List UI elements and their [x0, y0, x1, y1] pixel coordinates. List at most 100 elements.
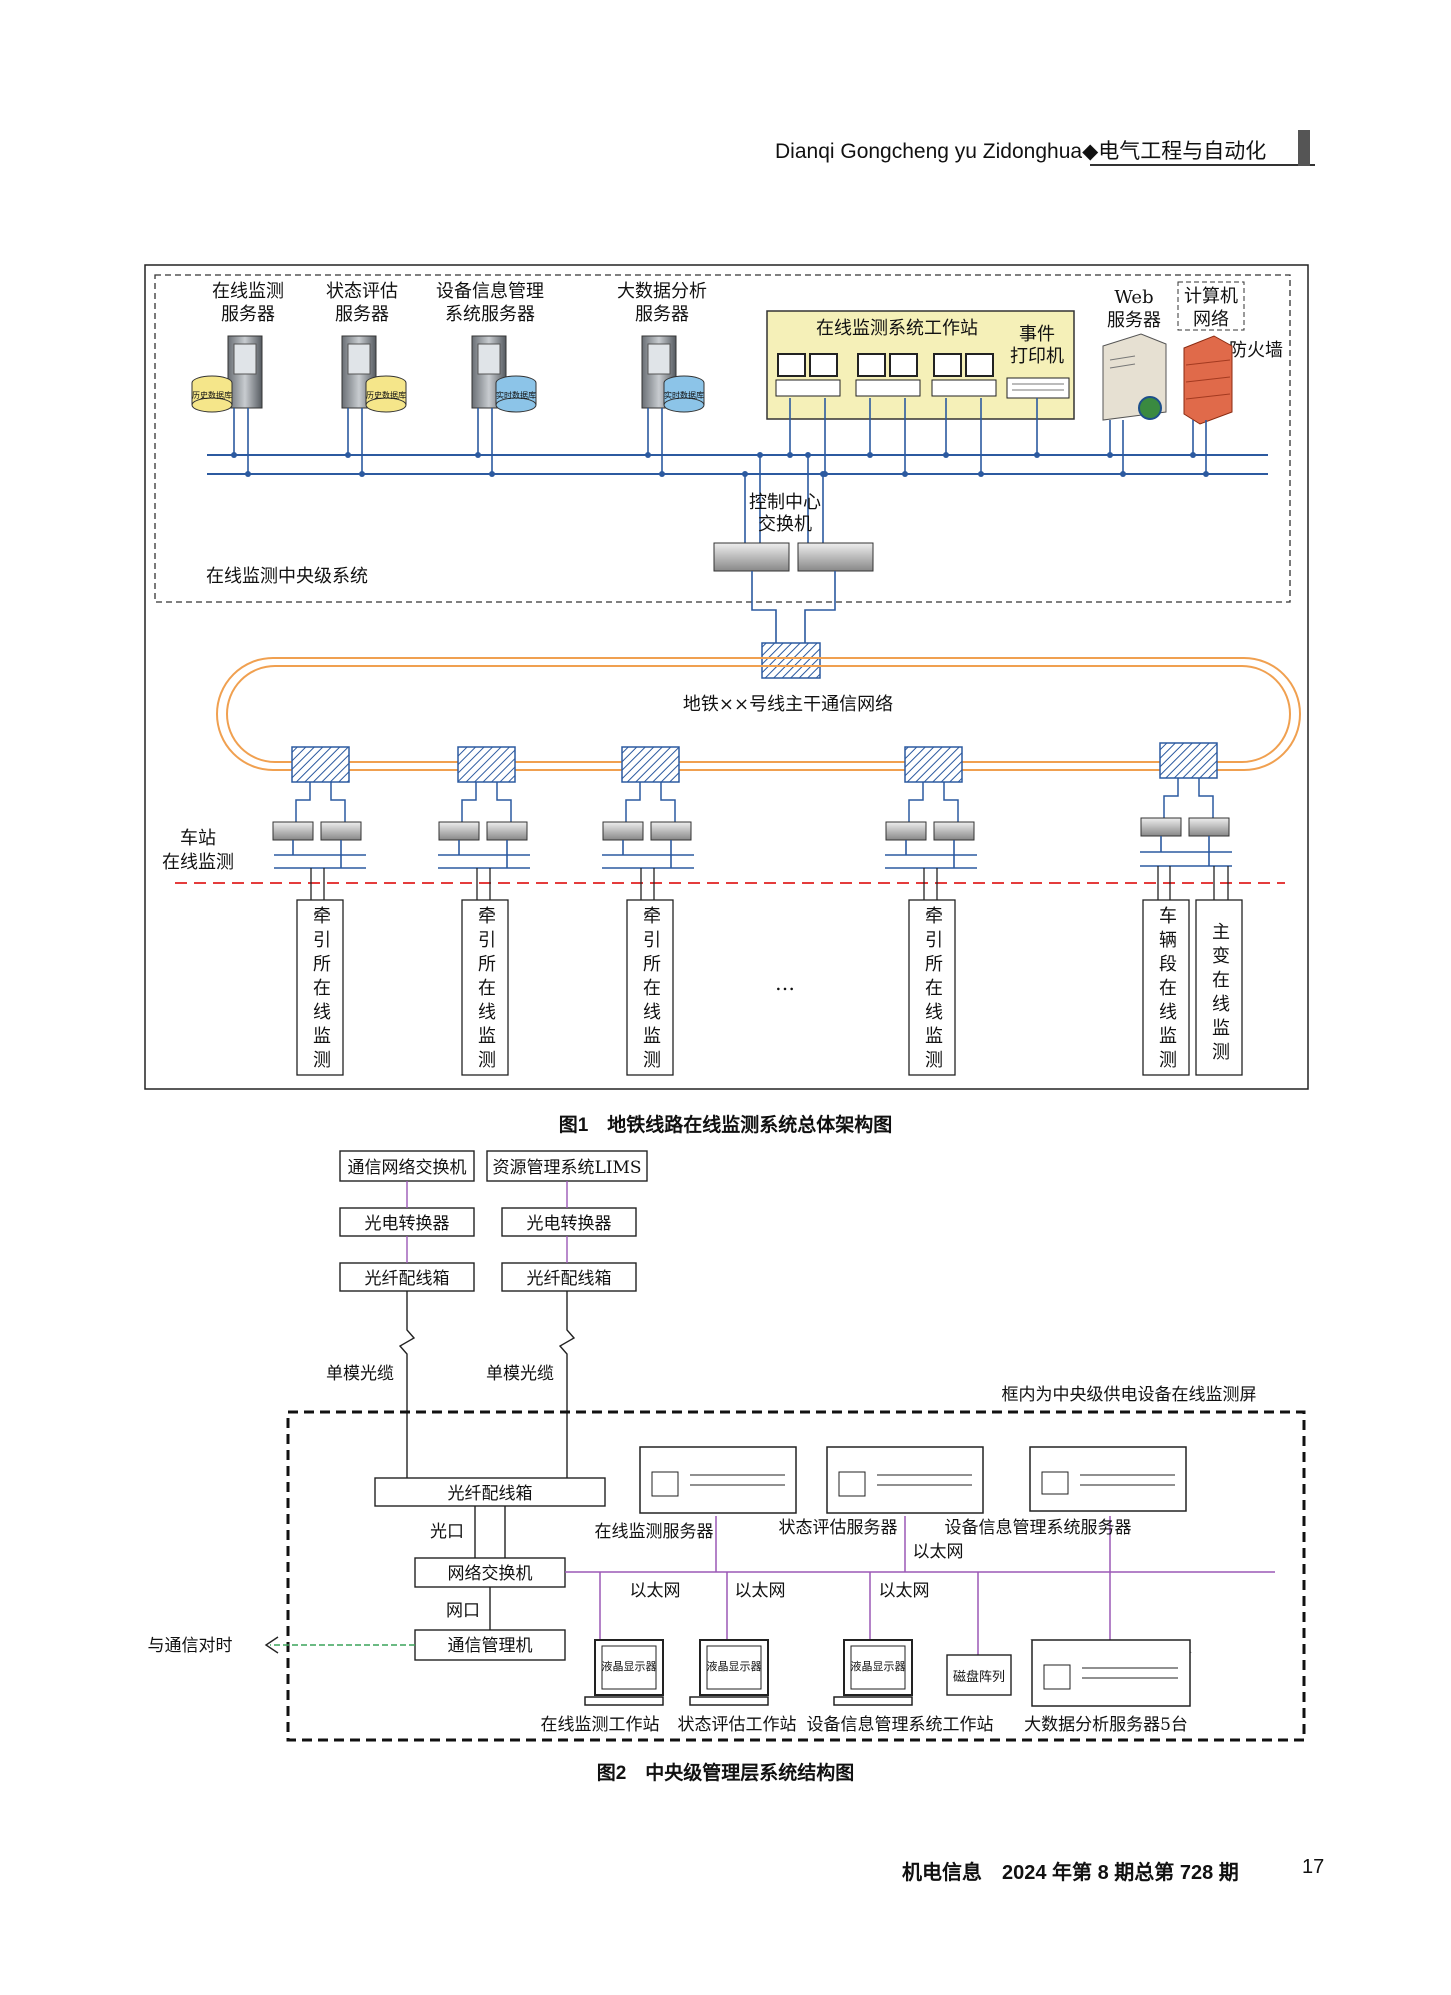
- server-equipment-info: 设备信息管理 系统服务器 实时数据库: [436, 281, 544, 413]
- workstation-icon: [855, 353, 921, 397]
- computer-network-label: 网络: [1193, 309, 1229, 330]
- net-port-label: 网口: [446, 1601, 480, 1621]
- footer-journal: 机电信息 2024 年第 8 期总第 728 期: [902, 1862, 1239, 1884]
- ethernet-label: 以太网: [630, 1581, 681, 1601]
- workstation-label: 状态评估工作站: [678, 1715, 797, 1735]
- ring-label: 地铁××号线主干通信网络: [683, 694, 893, 715]
- server-label: 状态评估: [326, 281, 398, 302]
- station-label: 车站: [180, 828, 216, 849]
- monitor-box-label: 牵引所在线监测: [475, 906, 496, 1074]
- switch-to-ring: [751, 571, 836, 643]
- cable-label: 单模光缆: [486, 1364, 554, 1384]
- db-label: 实时数据库: [496, 390, 536, 400]
- box-label: 光电转换器: [527, 1214, 612, 1234]
- server-label: 大数据分析: [617, 281, 707, 302]
- web-server-icon: [1102, 333, 1167, 421]
- station-node: [291, 742, 1218, 783]
- printer-label: 事件: [1019, 324, 1055, 345]
- switch-label: 交换机: [758, 514, 812, 535]
- workstation-label: 设备信息管理系统工作站: [807, 1715, 994, 1735]
- db-label: 历史数据库: [192, 390, 232, 400]
- monitor-box-label: 主变在线监测: [1209, 922, 1230, 1066]
- workstation-label: 在线监测工作站: [541, 1715, 660, 1735]
- server-big-data: 大数据分析 服务器 实时数据库: [617, 281, 707, 413]
- time-sync-label: 与通信对时: [148, 1636, 233, 1656]
- box-label: 光电转换器: [365, 1214, 450, 1234]
- server-label: 在线监测服务器: [595, 1522, 714, 1542]
- computer-network-label: 计算机: [1184, 286, 1238, 307]
- ethernet-label: 以太网: [913, 1542, 964, 1562]
- server-label: 设备信息管理系统服务器: [945, 1518, 1132, 1538]
- firewall-label: 防火墙: [1229, 340, 1283, 361]
- running-header: Dianqi Gongcheng yu Zidonghua◆电气工程与自动化: [775, 135, 1266, 165]
- db-label: 实时数据库: [664, 390, 704, 400]
- ethernet-label: 以太网: [735, 1581, 786, 1601]
- box-label: 光纤配线箱: [527, 1269, 612, 1289]
- server-status-assessment: 状态评估 服务器 历史数据库: [326, 281, 407, 413]
- central-system-label: 在线监测中央级系统: [206, 566, 368, 587]
- ring-node-top: [761, 642, 821, 679]
- server-label: 服务器: [335, 304, 389, 325]
- net-switch-label: 网络交换机: [448, 1564, 533, 1584]
- box-label: 资源管理系统LIMS: [492, 1158, 641, 1178]
- lcd-workstation-icon: 液晶显示器: [833, 1639, 913, 1706]
- box-links: [310, 866, 1229, 900]
- printer-icon: [1006, 377, 1070, 399]
- monitor-box-label: 牵引所在线监测: [640, 906, 661, 1074]
- server-label: 服务器: [635, 304, 689, 325]
- lcd-workstation-icon: 液晶显示器: [689, 1639, 769, 1706]
- station-switches: [272, 817, 1230, 841]
- header-chinese: 电气工程与自动化: [1098, 140, 1267, 163]
- control-switch-icon: [713, 542, 874, 572]
- central-system-frame: [154, 274, 1291, 603]
- ethernet-label: 以太网: [879, 1581, 930, 1601]
- workstation-label: 在线监测系统工作站: [816, 318, 978, 339]
- lcd-workstation-icon: 液晶显示器: [584, 1639, 664, 1706]
- db-label: 历史数据库: [366, 390, 406, 400]
- header-rule: [1090, 164, 1315, 166]
- cable-label: 单模光缆: [326, 1364, 394, 1384]
- lcd-label: 液晶显示器: [851, 1659, 906, 1673]
- web-label: 服务器: [1107, 310, 1161, 331]
- backbone-ring-inner: [226, 665, 1291, 763]
- disk-array-label: 磁盘阵列: [953, 1669, 1005, 1685]
- header-bar: [1298, 130, 1310, 166]
- server-label: 服务器: [221, 304, 275, 325]
- workstation-icon: [775, 353, 841, 397]
- printer-label: 打印机: [1010, 346, 1064, 367]
- page-number: 17: [1302, 1856, 1325, 1878]
- figure2-caption: 图2 中央级管理层系统结构图: [596, 1763, 855, 1784]
- station-links: [295, 778, 1214, 822]
- station-bus: [274, 836, 1232, 869]
- optical-port-label: 光口: [430, 1522, 464, 1542]
- monitor-box-label: 牵引所在线监测: [922, 906, 943, 1074]
- ellipsis: …: [775, 971, 795, 995]
- bus-drops: [233, 398, 1207, 545]
- bottom-box-frames: [296, 899, 1243, 1076]
- figure1-caption: 图1 地铁线路在线监测系统总体架构图: [558, 1115, 893, 1136]
- rack-server-icon: [1029, 1446, 1187, 1512]
- firewall-icon: [1183, 335, 1233, 425]
- switch-label: 控制中心: [749, 492, 821, 513]
- workstation-group: 在线监测系统工作站 事件 打印机: [766, 310, 1075, 420]
- figure2-diagram: 通信网络交换机 光电转换器 光纤配线箱 资源管理系统LIMS 光电转换器 光纤配…: [148, 1150, 1306, 1742]
- backbone-ring-outer: [216, 657, 1301, 771]
- web-label: Web: [1114, 287, 1153, 308]
- rack-server-icon: [826, 1446, 984, 1514]
- workstation-icon: [931, 353, 997, 397]
- server-online-monitoring: 在线监测 服务器 历史数据库: [191, 281, 284, 413]
- figure1-diagram: 在线监测 服务器 历史数据库 状态评估 服务器 历史数据库 设备信息管理 系统服…: [144, 264, 1309, 1090]
- comm-manager-label: 通信管理机: [448, 1636, 533, 1656]
- frame-label: 框内为中央级供电设备在线监测屏: [1002, 1385, 1257, 1405]
- monitor-box-label: 车辆段在线监测: [1156, 906, 1177, 1074]
- bus-nodes: [231, 452, 1209, 477]
- rack-server-icon: [639, 1446, 797, 1514]
- big-data-label: 大数据分析服务器5台: [1024, 1715, 1188, 1735]
- station-label: 在线监测: [162, 852, 234, 873]
- box-label: 光纤配线箱: [365, 1269, 450, 1289]
- figure1-frame: [144, 264, 1309, 1090]
- server-label: 设备信息管理: [436, 281, 544, 302]
- monitor-box-label: 牵引所在线监测: [310, 906, 331, 1074]
- odf-label: 光纤配线箱: [448, 1484, 533, 1504]
- lcd-label: 液晶显示器: [707, 1659, 762, 1673]
